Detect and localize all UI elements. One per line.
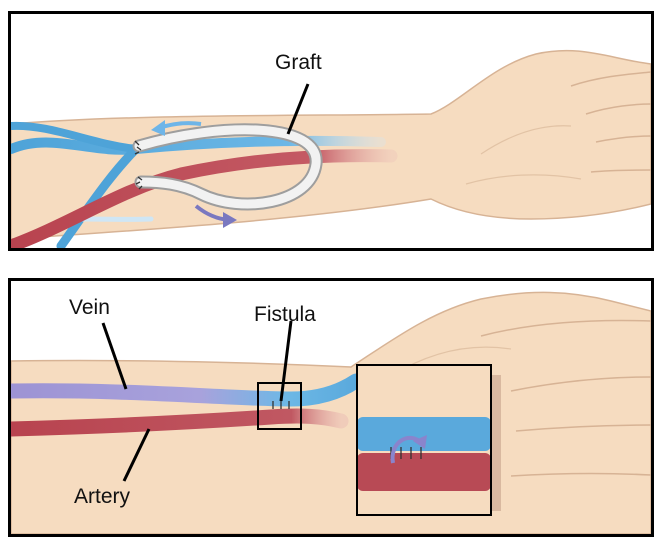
inset-artery [357, 453, 491, 491]
vein-label: Vein [69, 296, 110, 320]
graft-panel: Graft [8, 11, 654, 251]
graft-label: Graft [275, 51, 322, 75]
graft-arm-illustration [11, 14, 651, 248]
fistula-panel: Vein Fistula Artery [8, 278, 654, 537]
fistula-label: Fistula [254, 303, 316, 327]
artery-label: Artery [74, 485, 130, 509]
